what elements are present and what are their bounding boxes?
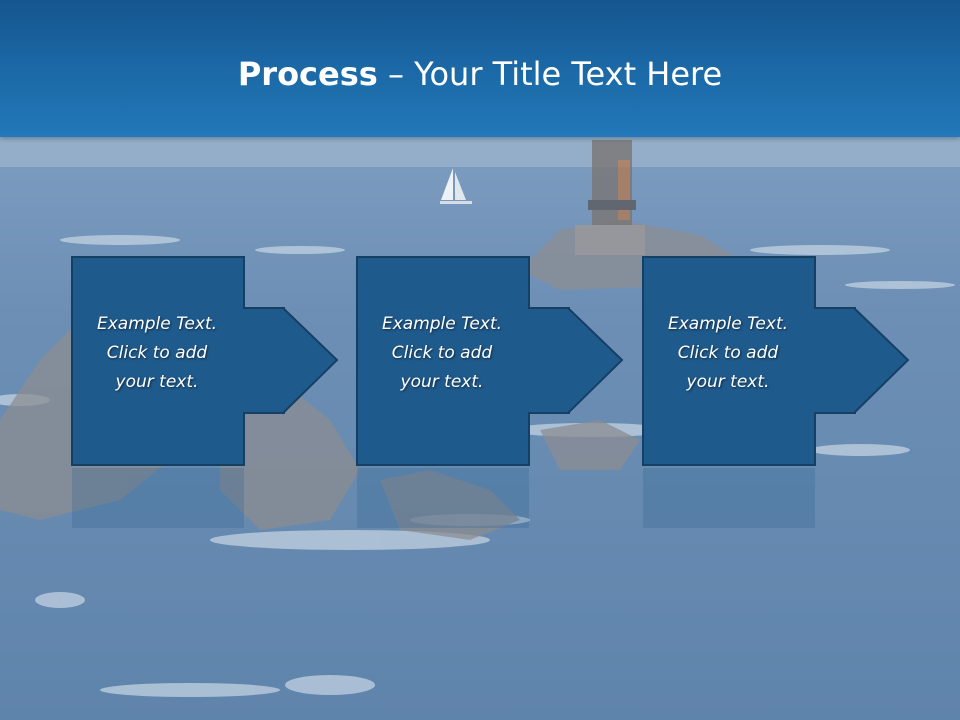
title-rest-text: – Your Title Text Here xyxy=(377,55,723,93)
step-text-line: your text. xyxy=(686,372,770,392)
step-text: Example Text. Click to add your text. xyxy=(71,310,243,397)
step-text-line: Example Text. xyxy=(96,314,218,334)
step-text-line: Example Text. xyxy=(667,314,789,334)
title-bar: Process – Your Title Text Here xyxy=(0,0,960,137)
step-text-line: Click to add xyxy=(391,343,493,363)
step-arrow-shape xyxy=(356,256,624,466)
process-step-3[interactable]: Example Text. Click to add your text. xyxy=(642,256,912,466)
sailboat xyxy=(440,168,472,204)
lighthouse xyxy=(575,140,645,255)
step-1-reflection xyxy=(72,468,244,528)
step-text-line: Click to add xyxy=(106,343,208,363)
step-text: Example Text. Click to add your text. xyxy=(356,310,528,397)
step-text: Example Text. Click to add your text. xyxy=(642,310,814,397)
step-3-reflection xyxy=(643,468,815,528)
slide-title[interactable]: Process – Your Title Text Here xyxy=(0,52,960,96)
step-arrow-shape xyxy=(642,256,910,466)
title-bold-text: Process xyxy=(237,55,378,93)
step-arrow-shape xyxy=(71,256,339,466)
step-text-line: Click to add xyxy=(677,343,779,363)
step-text-line: your text. xyxy=(400,372,484,392)
process-step-1[interactable]: Example Text. Click to add your text. xyxy=(71,256,341,466)
process-step-2[interactable]: Example Text. Click to add your text. xyxy=(356,256,626,466)
step-text-line: Example Text. xyxy=(381,314,503,334)
step-2-reflection xyxy=(357,468,529,528)
step-text-line: your text. xyxy=(115,372,199,392)
